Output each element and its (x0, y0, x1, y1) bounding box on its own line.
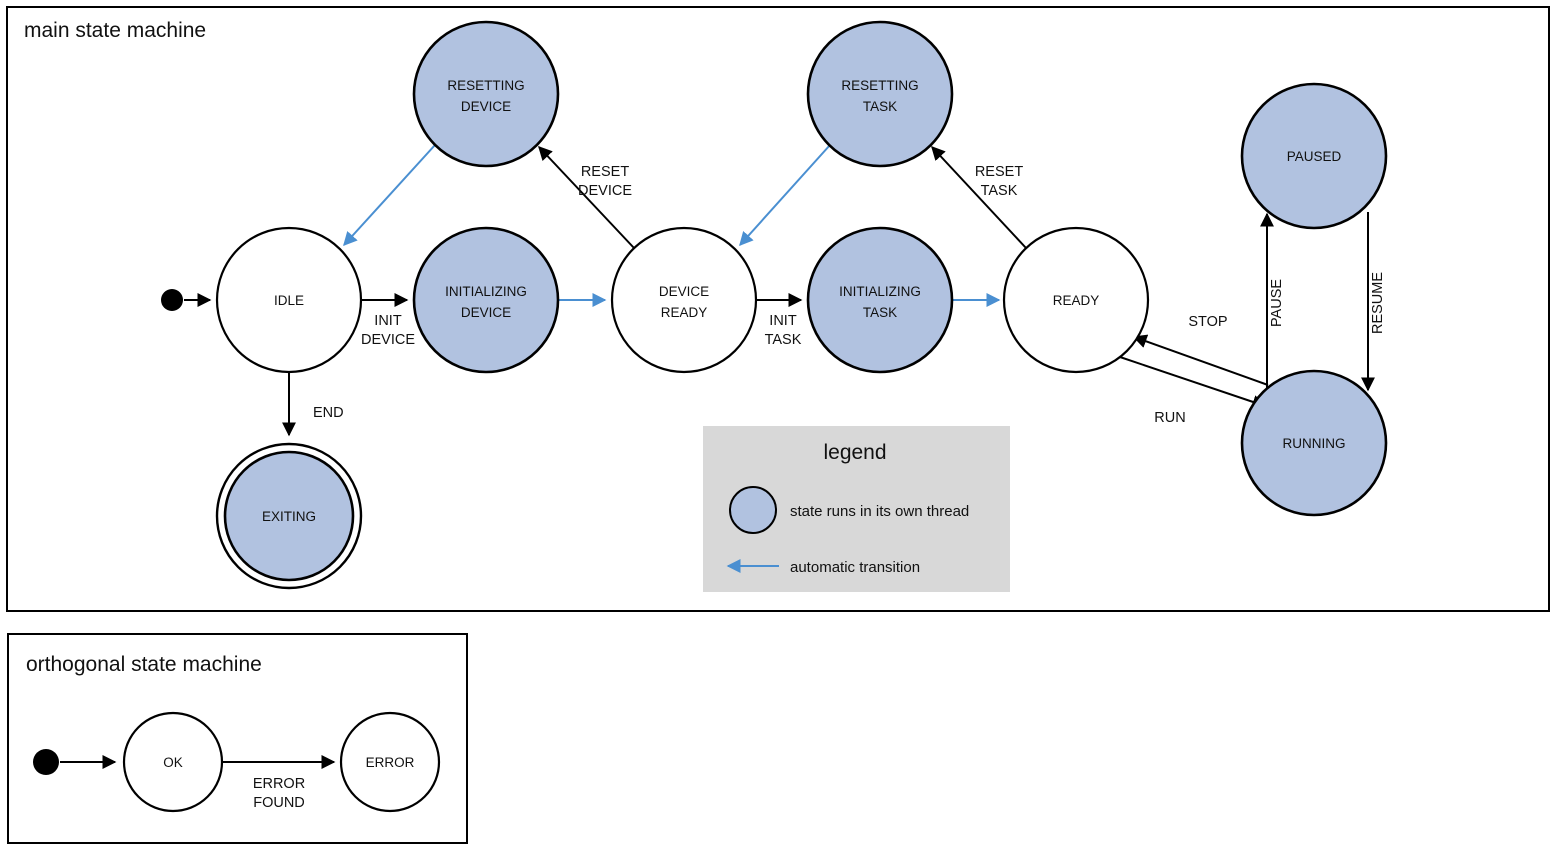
state-paused-shape[interactable] (1240, 82, 1388, 230)
legend: legend state runs in its own thread auto… (703, 426, 1010, 592)
main-states-layer: IDLE RESETTING DEVICE INITIALIZING DEVIC… (161, 20, 1388, 590)
edge-label-reset-device-line1: RESET (581, 164, 629, 180)
state-resetting-task[interactable]: RESETTING TASK (806, 20, 954, 168)
transition-ready-to-resetting-task[interactable] (931, 145, 1027, 249)
state-resetting-device[interactable]: RESETTING DEVICE (412, 20, 560, 168)
state-paused-label: PAUSED (1287, 149, 1342, 164)
transition-device-ready-to-resetting-device[interactable] (538, 145, 635, 249)
legend-item-2-label: automatic transition (790, 559, 920, 576)
state-initializing-device[interactable]: INITIALIZING DEVICE (412, 226, 560, 374)
state-error-label: ERROR (366, 755, 415, 770)
state-exiting[interactable]: EXITING (215, 442, 363, 590)
state-device-ready-label-line1: DEVICE (659, 284, 709, 299)
state-idle-shape[interactable] (215, 226, 363, 374)
state-idle[interactable]: IDLE (215, 226, 363, 374)
state-running-shape[interactable] (1240, 369, 1388, 517)
edge-label-reset-device-line2: DEVICE (578, 183, 632, 199)
edge-label-run: RUN (1154, 410, 1185, 426)
state-initializing-device-label-line1: INITIALIZING (445, 284, 527, 299)
state-paused[interactable]: PAUSED (1240, 82, 1388, 230)
state-ready[interactable]: READY (1002, 226, 1150, 374)
transition-resetting-device-to-idle[interactable] (343, 144, 436, 247)
state-initializing-task-shape[interactable] (806, 226, 954, 374)
orthogonal-frame-title: orthogonal state machine (26, 653, 262, 676)
state-ok-label: OK (163, 755, 183, 770)
edge-label-pause: PAUSE (1269, 279, 1285, 327)
state-initializing-device-shape[interactable] (412, 226, 560, 374)
state-idle-label: IDLE (274, 293, 304, 308)
orthogonal-state-machine-frame: orthogonal state machine OK ERROR FOUND … (7, 633, 468, 844)
state-resetting-task-label-line2: TASK (863, 99, 897, 114)
legend-title: legend (823, 441, 886, 464)
state-resetting-device-label-line1: RESETTING (447, 78, 524, 93)
state-resetting-device-shape[interactable] (412, 20, 560, 168)
edge-label-stop: STOP (1188, 314, 1227, 330)
state-exiting-label: EXITING (262, 509, 316, 524)
transition-running-to-ready[interactable] (1132, 334, 1269, 386)
main-transitions-layer: INIT DEVICE RESET DEVICE INIT TASK RESET… (184, 144, 1386, 437)
state-running[interactable]: RUNNING (1240, 369, 1388, 517)
main-frame-title: main state machine (24, 19, 206, 42)
initial-state-marker (161, 289, 183, 311)
state-error[interactable]: ERROR (339, 711, 441, 813)
state-resetting-task-shape[interactable] (806, 20, 954, 168)
state-resetting-task-label-line1: RESETTING (841, 78, 918, 93)
edge-label-error-found-line2: FOUND (253, 795, 305, 811)
state-initializing-device-label-line2: DEVICE (461, 305, 511, 320)
edge-label-init-task-line2: TASK (765, 332, 802, 348)
state-device-ready-label-line2: READY (661, 305, 708, 320)
legend-item-1-label: state runs in its own thread (790, 503, 969, 520)
edge-label-end: END (313, 405, 344, 421)
state-exiting-shape[interactable] (223, 450, 355, 582)
edge-label-reset-task-line1: RESET (975, 164, 1023, 180)
state-running-label: RUNNING (1283, 436, 1346, 451)
state-ok[interactable]: OK (122, 711, 224, 813)
state-device-ready-shape[interactable] (610, 226, 758, 374)
edge-label-init-device-line1: INIT (374, 313, 402, 329)
orthogonal-initial-state-marker (33, 749, 59, 775)
legend-thread-state-icon (729, 486, 777, 534)
edge-label-error-found-line1: ERROR (253, 776, 305, 792)
state-ok-shape[interactable] (122, 711, 224, 813)
transition-resetting-task-to-device-ready[interactable] (739, 144, 831, 247)
state-error-shape[interactable] (339, 711, 441, 813)
state-initializing-task-label-line2: TASK (863, 305, 897, 320)
edge-label-resume: RESUME (1370, 272, 1386, 334)
edge-label-init-device-line2: DEVICE (361, 332, 415, 348)
state-ready-label: READY (1053, 293, 1100, 308)
transition-ready-to-running[interactable] (1116, 355, 1267, 409)
edge-label-init-task-line1: INIT (769, 313, 797, 329)
state-initializing-task[interactable]: INITIALIZING TASK (806, 226, 954, 374)
edge-label-reset-task-line2: TASK (981, 183, 1018, 199)
state-initializing-task-label-line1: INITIALIZING (839, 284, 921, 299)
state-device-ready[interactable]: DEVICE READY (610, 226, 758, 374)
state-resetting-device-label-line2: DEVICE (461, 99, 511, 114)
state-ready-shape[interactable] (1002, 226, 1150, 374)
